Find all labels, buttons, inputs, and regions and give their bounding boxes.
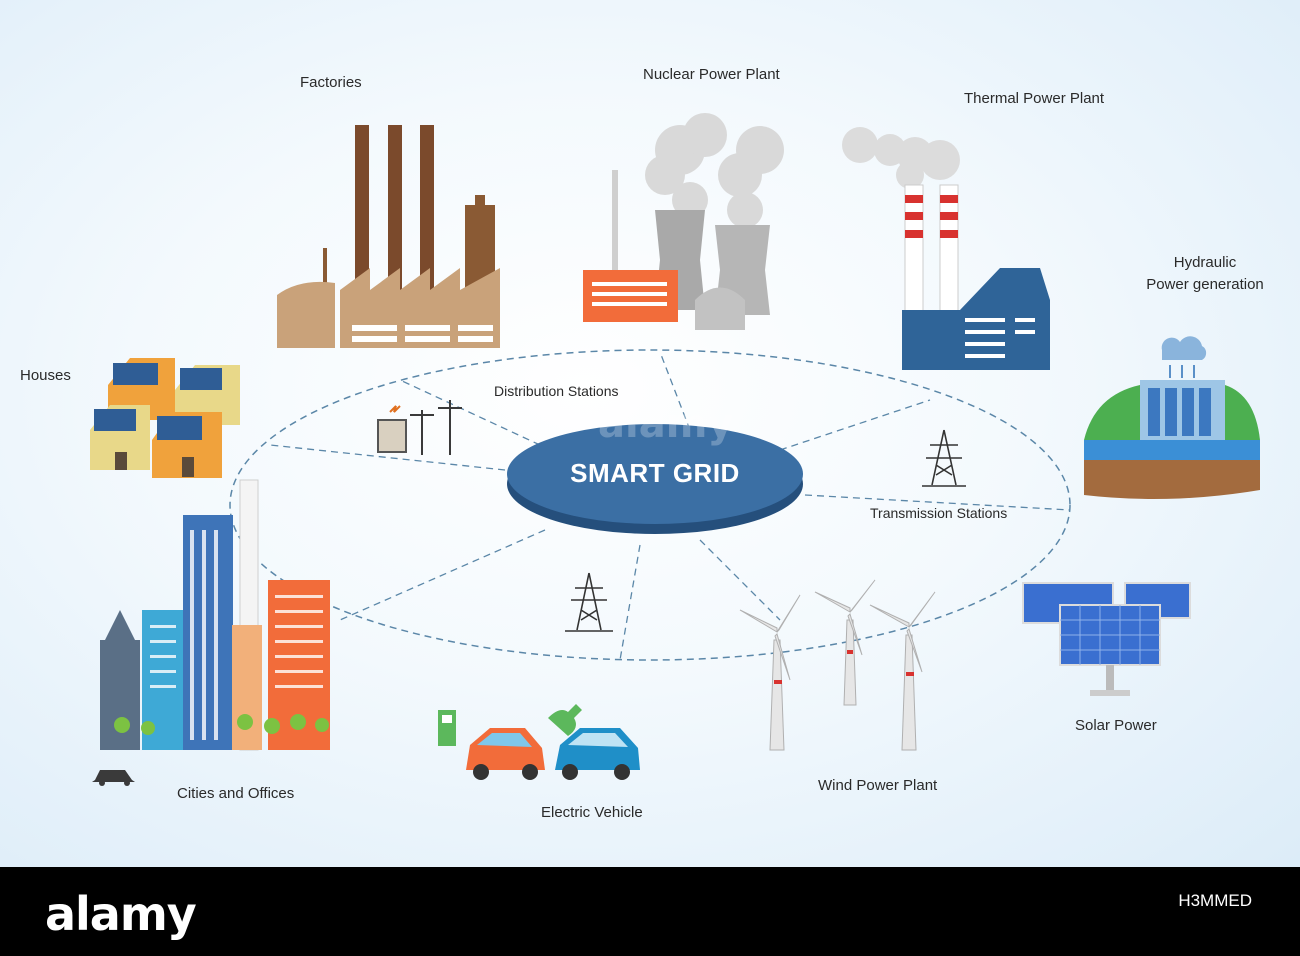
label-transmission-stations: Transmission Stations: [870, 505, 1008, 521]
electric-vehicle-illustration: [438, 704, 640, 780]
city-illustration: [92, 479, 330, 786]
label-electric-vehicle: Electric Vehicle: [541, 804, 643, 821]
label-hydraulic-line1: Hydraulic: [1173, 254, 1237, 271]
grid-ring: [229, 349, 1071, 661]
label-wind-power-plant: Wind Power Plant: [818, 777, 938, 794]
hydraulic-dam-illustration: [1084, 336, 1260, 499]
houses-illustration: [90, 358, 240, 478]
diagram-canvas: alamy: [0, 0, 1300, 867]
watermark-footer: alamy H3MMED: [0, 867, 1300, 956]
label-solar-power: Solar Power: [1075, 717, 1157, 734]
smart-grid-diagram: alamy: [90, 113, 1260, 786]
nuclear-plant-illustration: [583, 113, 784, 330]
label-hydraulic-line2: Power generation: [1146, 276, 1264, 293]
label-factories: Factories: [300, 74, 362, 91]
brand-logo: alamy: [45, 887, 197, 941]
stock-id: H3MMED: [1178, 891, 1252, 910]
label-houses: Houses: [20, 367, 71, 384]
smart-grid-hub: alamy: [507, 401, 803, 534]
label-nuclear-power-plant: Nuclear Power Plant: [643, 66, 780, 83]
label-distribution-stations: Distribution Stations: [494, 383, 619, 399]
label-cities-and-offices: Cities and Offices: [177, 785, 295, 802]
smart-grid-label: SMART GRID: [570, 458, 740, 488]
factory-illustration: [277, 125, 500, 348]
svg-text:alamy: alamy: [598, 401, 733, 447]
label-thermal-power-plant: Thermal Power Plant: [964, 90, 1105, 107]
transmission-tower-icon-2: [565, 572, 613, 632]
distribution-station-icon: [377, 400, 462, 455]
grid-spokes: [269, 351, 1071, 661]
wind-turbine-illustration: [739, 579, 936, 751]
solar-panel-illustration: [1022, 582, 1191, 696]
thermal-plant-illustration: [842, 127, 1050, 370]
transmission-tower-icon: [922, 429, 966, 487]
